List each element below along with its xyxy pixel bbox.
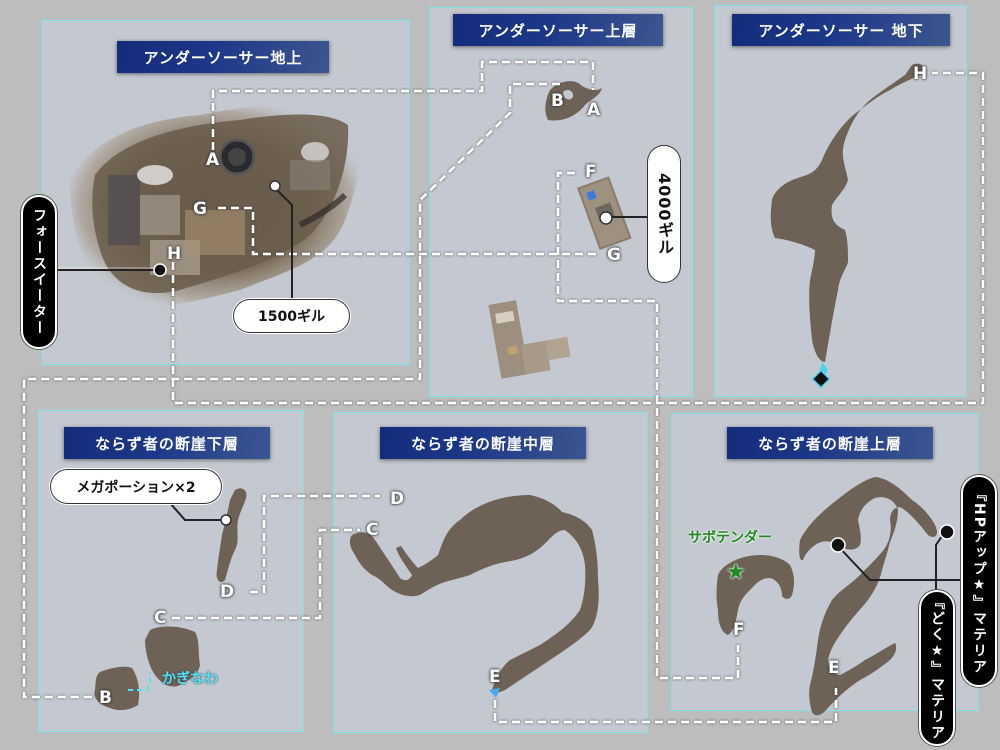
panel-undersoir-underground xyxy=(714,5,967,397)
waypoint-upper-g: G xyxy=(607,245,621,265)
title-cliff-lower: ならず者の断崖下層 xyxy=(64,427,270,459)
waypoint-ground-g: G xyxy=(193,199,207,219)
callout-mega-potion: メガポーション×2 xyxy=(50,469,222,504)
callout-4000-gil: 4000ギル xyxy=(647,145,681,283)
waypoint-lower-c: C xyxy=(154,608,167,628)
label-cactuar: サボテンダー xyxy=(688,530,772,546)
callout-1500-gil: 1500ギル xyxy=(233,299,350,333)
waypoint-upper-a: A xyxy=(587,100,601,120)
cactuar-star-icon: ★ xyxy=(726,560,746,585)
waypoint-upper-b: B xyxy=(551,91,564,111)
callout-hp-up-materia: 『HPアップ★』マテリア xyxy=(961,475,997,687)
title-undersoir-ground: アンダーソーサー地上 xyxy=(117,41,329,73)
title-cliff-upper: ならず者の断崖上層 xyxy=(727,427,933,459)
waypoint-under-h: H xyxy=(913,64,928,84)
title-undersoir-underground: アンダーソーサー 地下 xyxy=(732,14,950,46)
waypoint-lower-d: D xyxy=(220,582,235,602)
waypoint-middle-e: E xyxy=(489,667,501,687)
waypoint-lower-b: B xyxy=(99,688,112,708)
callout-poison-materia: 『どく★』マテリア xyxy=(919,590,955,746)
waypoint-middle-c: C xyxy=(366,520,379,540)
title-cliff-middle: ならず者の断崖中層 xyxy=(380,427,586,459)
waypoint-middle-d: D xyxy=(390,489,405,509)
waypoint-ground-h: H xyxy=(167,244,182,264)
callout-force-eater: フォースイーター xyxy=(21,195,57,349)
waypoint-cliffup-f: F xyxy=(733,620,745,640)
waypoint-upper-f: F xyxy=(585,162,597,182)
waypoint-ground-a: A xyxy=(206,150,220,170)
label-grappling-hook: かぎなわ xyxy=(162,671,218,687)
waypoint-cliffup-e: E xyxy=(828,658,840,678)
title-undersoir-upper: アンダーソーサー上層 xyxy=(453,14,663,46)
